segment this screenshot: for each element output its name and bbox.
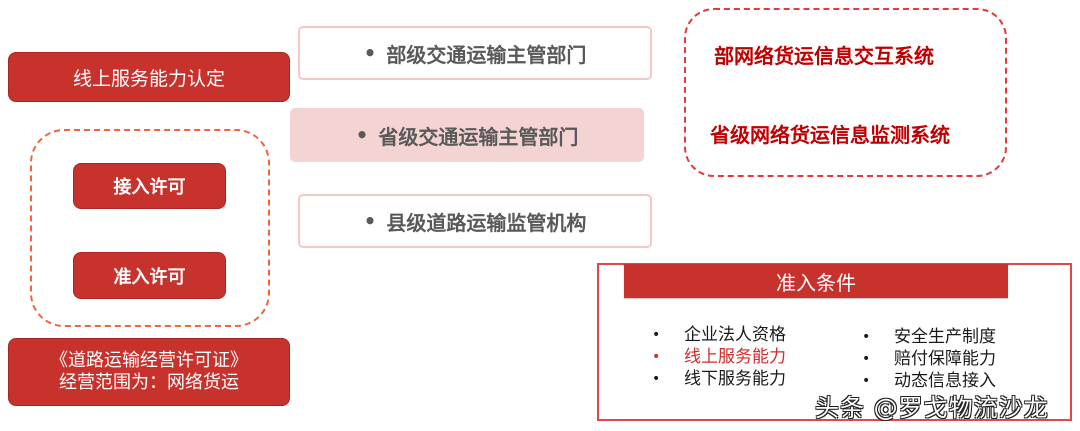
condition-item: • 安全生产制度 [862, 327, 996, 347]
bullet-icon: • [363, 41, 377, 65]
conditions-right-list: • 安全生产制度 • 赔付保障能力 • 动态信息接入 [862, 326, 996, 392]
authority-county-label: 县级道路运输监管机构 [386, 210, 587, 235]
bullet-icon: • [862, 373, 871, 389]
bullet-icon: • [652, 349, 661, 365]
online-capability-label: 线上服务能力认定 [72, 67, 225, 90]
authority-ministry-label: 部级交通运输主管部门 [386, 42, 587, 67]
access-permit-box: 接入许可 [73, 163, 226, 209]
watermark: 头条 @罗戈物流沙龙 [815, 394, 1049, 422]
bullet-icon: • [363, 209, 377, 233]
bullet-icon: • [862, 329, 871, 345]
authority-province: • 省级交通运输主管部门 [290, 108, 644, 162]
bullet-icon: • [652, 327, 661, 343]
condition-item: • 赔付保障能力 [862, 349, 996, 369]
ministry-system-label: 部网络货运信息交互系统 [714, 44, 934, 68]
permits-group [30, 129, 270, 327]
bullet-icon: • [355, 123, 369, 147]
condition-item: • 动态信息接入 [862, 371, 996, 391]
condition-item: • 线下服务能力 [652, 369, 786, 389]
authority-county: • 县级道路运输监管机构 [298, 194, 652, 248]
license-title: 《道路运输经营许可证》 [50, 350, 248, 371]
admission-permit-box: 准入许可 [73, 252, 226, 299]
authority-ministry: • 部级交通运输主管部门 [298, 26, 652, 80]
systems-group [684, 8, 1007, 177]
license-box: 《道路运输经营许可证》 经营范围为：网络货运 [8, 338, 290, 406]
bullet-icon: • [862, 351, 871, 367]
conditions-left-list: • 企业法人资格 • 线上服务能力 • 线下服务能力 [652, 324, 786, 390]
province-system-label: 省级网络货运信息监测系统 [710, 123, 950, 147]
authority-province-label: 省级交通运输主管部门 [378, 124, 579, 149]
access-permit-label: 接入许可 [113, 177, 186, 198]
conditions-title: 准入条件 [776, 270, 856, 295]
conditions-header: 准入条件 [624, 264, 1008, 298]
license-scope: 经营范围为：网络货运 [59, 372, 239, 393]
condition-item: • 企业法人资格 [652, 325, 786, 345]
bullet-icon: • [652, 371, 661, 387]
admission-permit-label: 准入许可 [113, 266, 186, 288]
condition-item-highlighted: • 线上服务能力 [652, 347, 786, 367]
online-capability-box: 线上服务能力认定 [8, 52, 290, 102]
